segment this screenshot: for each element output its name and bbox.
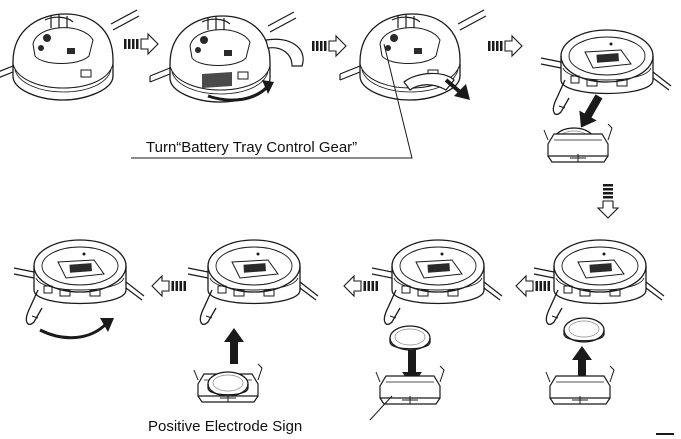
step-7-device — [187, 239, 319, 326]
positive-sign-label: Positive Electrode Sign — [148, 418, 302, 435]
step-1-device — [0, 9, 140, 101]
slide-arrowhead-1 — [454, 84, 470, 100]
gear-label: Turn“Battery Tray Control Gear” — [146, 139, 357, 156]
step-4-device — [540, 29, 672, 116]
step-7-arrow — [224, 328, 244, 364]
step-6-device — [371, 239, 503, 326]
rotate-arrow-2 — [39, 322, 108, 340]
step-arrow-down — [597, 183, 619, 219]
rotate-arrow-1 — [207, 84, 270, 102]
step-arrow-2 — [311, 35, 347, 57]
step-arrow-5 — [343, 275, 379, 297]
step-7-tray-with-battery — [193, 363, 263, 403]
step-8-device — [13, 239, 145, 326]
positive-sign-leader — [369, 395, 393, 421]
step-5-device — [533, 239, 665, 326]
gear-label-leader — [131, 43, 413, 159]
rotate-arrowhead-2 — [100, 318, 114, 332]
step-arrow-6 — [151, 275, 187, 297]
rotate-arrowhead-1 — [262, 80, 274, 94]
step-5-battery — [563, 317, 605, 343]
slide-arrow-1 — [444, 78, 462, 94]
step-6-battery — [389, 325, 431, 351]
step-arrow-1 — [123, 33, 159, 55]
step-4-arrow — [572, 91, 608, 133]
gear-lever — [265, 38, 304, 67]
step-2-device — [149, 11, 304, 103]
step-arrow-3 — [487, 35, 523, 57]
step-arrow-4 — [515, 275, 551, 297]
step-3-device — [339, 9, 487, 101]
